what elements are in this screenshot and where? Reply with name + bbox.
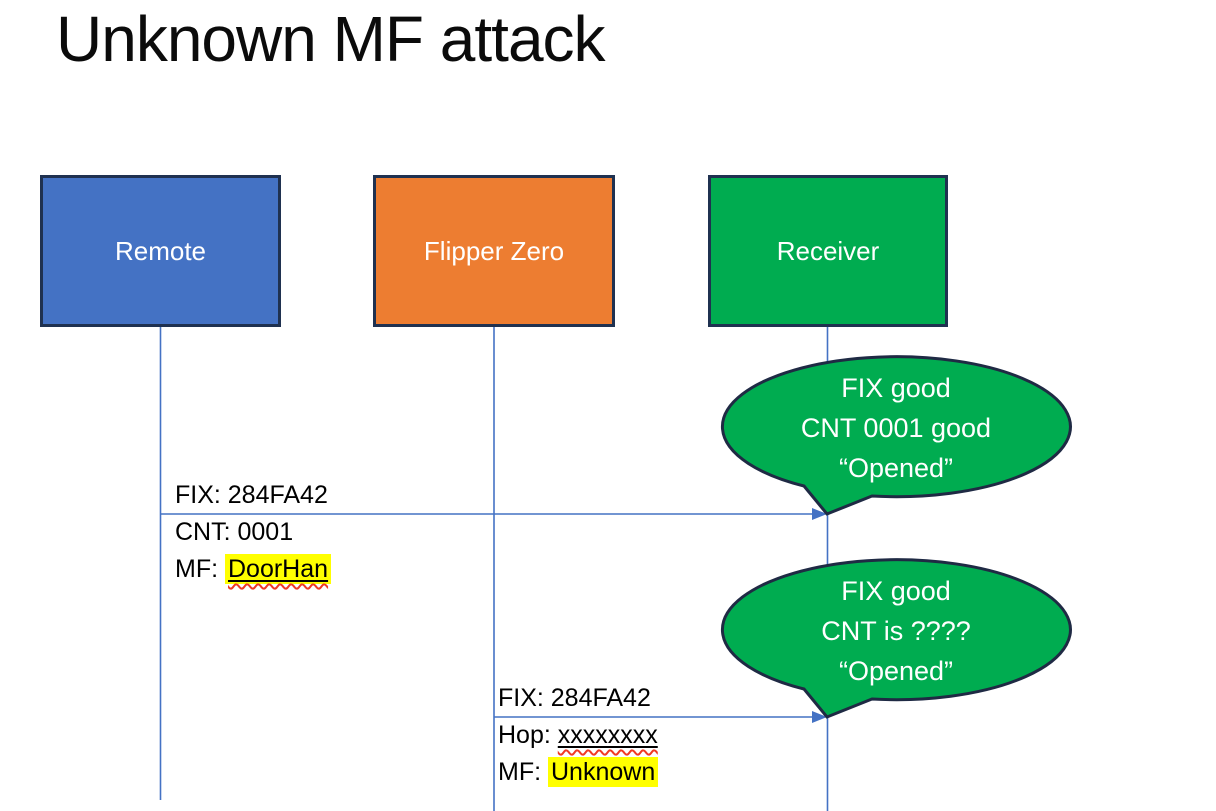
message-1-mf-prefix: MF: <box>175 555 225 583</box>
callout-2-text: FIX good CNT is ???? “Opened” <box>736 571 1056 691</box>
page-title: Unknown MF attack <box>56 3 606 75</box>
message-2-mf-prefix: MF: <box>498 758 548 786</box>
message-2-hop-value-wavy-underline: xxxxxxxx <box>558 721 658 749</box>
message-2-mf-line: MF: Unknown <box>498 754 659 791</box>
callout-2-line-1: FIX good <box>841 576 951 606</box>
message-1-mf-value-wavy-underline: DoorHan <box>225 554 332 584</box>
message-1-mf-line: MF: DoorHan <box>175 551 332 588</box>
actor-label-flipper-zero: Flipper Zero <box>423 235 565 266</box>
callout-1-line-2: CNT 0001 good <box>800 413 992 443</box>
callout-2-line-2: CNT is ???? <box>821 616 971 646</box>
callout-1-text: FIX good CNT 0001 good “Opened” <box>736 368 1056 488</box>
message-2-text: FIX: 284FA42 Hop: xxxxxxxx MF: Unknown <box>498 680 659 791</box>
callout-2-line-3: “Opened” <box>838 656 954 686</box>
actor-box-flipper-zero: Flipper Zero <box>373 175 615 327</box>
callout-bubble-2 <box>720 558 1072 719</box>
callout-bubble-1 <box>720 355 1072 516</box>
callout-1-line-3: “Opened” <box>838 453 954 483</box>
actor-box-receiver: Receiver <box>708 175 948 327</box>
callout-1-line-1: FIX good <box>841 373 951 403</box>
message-2-hop-prefix: Hop: <box>498 721 558 749</box>
message-1-mf-value-highlighted: DoorHan <box>225 554 332 584</box>
actor-label-remote: Remote <box>114 235 207 266</box>
message-2-hop-line: Hop: xxxxxxxx <box>498 717 658 754</box>
actor-label-receiver: Receiver <box>776 235 880 266</box>
message-arrow-remote-to-receiver <box>160 508 827 520</box>
message-arrow-1-head-icon <box>812 508 827 520</box>
message-arrow-flipper-to-receiver <box>494 711 827 723</box>
message-1-fix-line: FIX: 284FA42 <box>175 481 328 509</box>
message-arrow-2-head-icon <box>812 711 827 723</box>
message-2-mf-value-highlighted: Unknown <box>548 757 659 787</box>
message-1-text: FIX: 284FA42 CNT: 0001 MF: DoorHan <box>175 477 332 588</box>
actor-box-remote: Remote <box>40 175 281 327</box>
message-1-cnt-line: CNT: 0001 <box>175 518 294 546</box>
message-2-fix-line: FIX: 284FA42 <box>498 684 651 712</box>
message-2-hop-value: xxxxxxxx <box>557 721 658 749</box>
